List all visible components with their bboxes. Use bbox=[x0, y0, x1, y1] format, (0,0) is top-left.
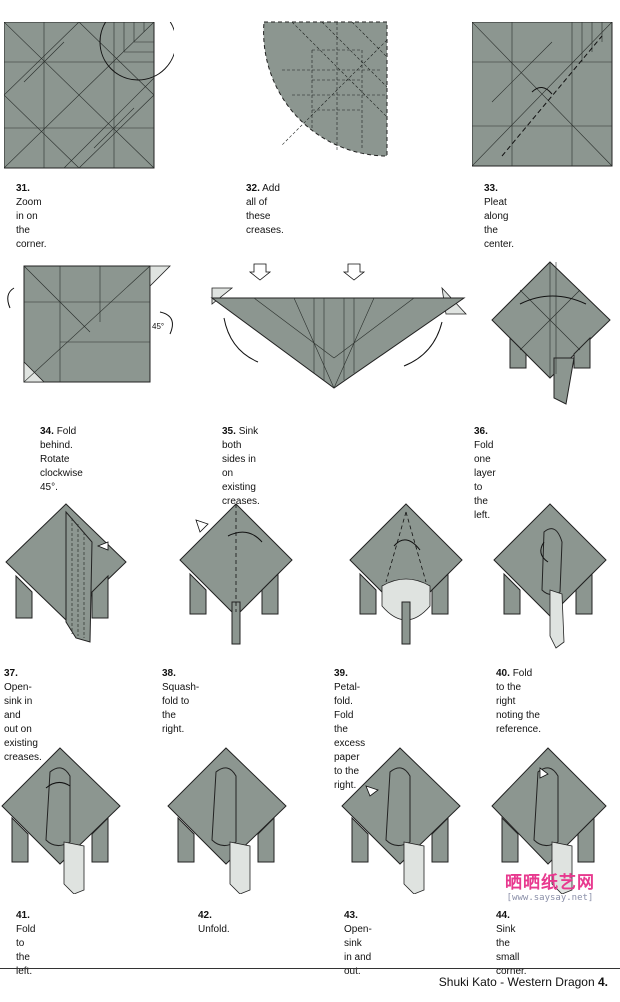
diagram-32 bbox=[252, 20, 394, 158]
caption-35: 35. Sink both sides in on existing creas… bbox=[222, 425, 260, 509]
caption-33: 33. Pleat along the center. bbox=[484, 182, 514, 252]
diagram-39 bbox=[336, 502, 468, 650]
caption-38: 38. Squash-fold to the right. bbox=[162, 667, 199, 737]
diagram-35 bbox=[184, 258, 470, 390]
diagram-41 bbox=[0, 746, 136, 894]
diagram-43 bbox=[336, 746, 468, 894]
caption-34: 34. Fold behind. Rotate clockwise 45°. bbox=[40, 425, 83, 495]
caption-42: 42. Unfold. bbox=[198, 909, 230, 937]
watermark: 晒晒纸艺网 [www.saysay.net] bbox=[480, 868, 620, 903]
caption-31: 31. Zoom in on the corner. bbox=[16, 182, 47, 252]
caption-40: 40. Fold to the right noting the referen… bbox=[496, 667, 541, 737]
diagram-37 bbox=[0, 502, 136, 648]
footer: Shuki Kato - Western Dragon 4. bbox=[439, 975, 608, 989]
rotate-label: 45° bbox=[152, 320, 164, 334]
diagram-40 bbox=[490, 502, 616, 650]
diagram-38 bbox=[166, 502, 296, 650]
caption-32: 32. Add all of these creases. bbox=[246, 182, 284, 238]
diagram-33 bbox=[472, 22, 614, 168]
watermark-chinese: 晒晒纸艺网 bbox=[480, 868, 620, 893]
footer-divider bbox=[0, 968, 620, 969]
diagram-42 bbox=[166, 746, 298, 894]
watermark-url: [www.saysay.net] bbox=[480, 893, 620, 903]
footer-page-number: 4. bbox=[598, 975, 608, 989]
diagram-31 bbox=[4, 22, 174, 172]
footer-title: Shuki Kato - Western Dragon bbox=[439, 975, 595, 989]
diagram-36 bbox=[490, 258, 614, 408]
